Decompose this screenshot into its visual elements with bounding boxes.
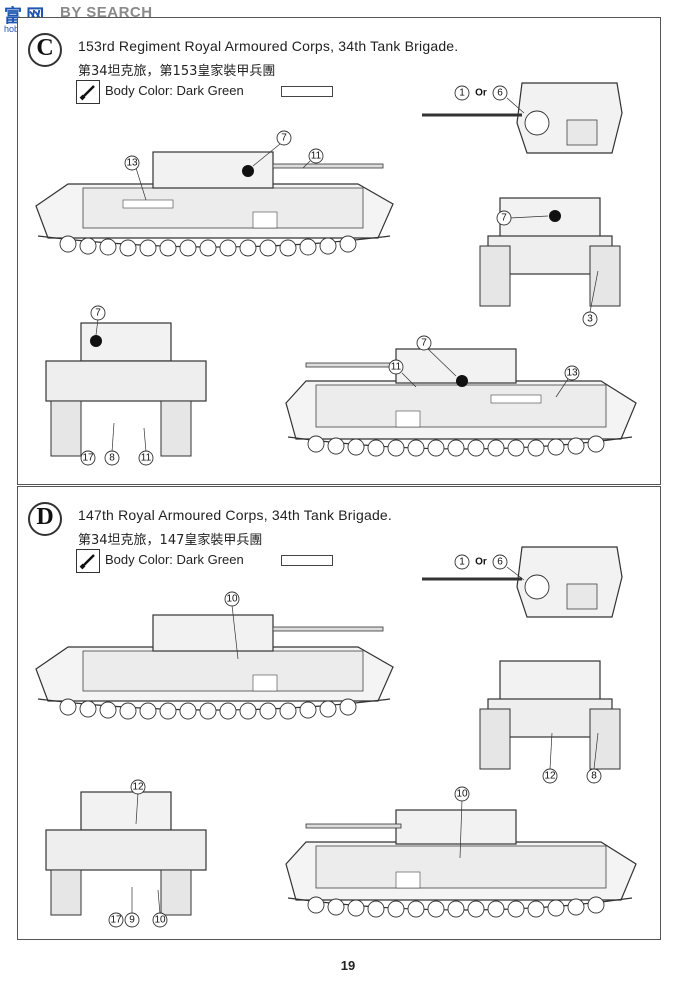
callout-6: 6 — [492, 85, 525, 114]
svg-text:12: 12 — [132, 782, 144, 793]
scheme-title-zh: 第34坦克旅，147皇家裝甲兵團 — [78, 533, 263, 548]
or-label: Or — [475, 557, 487, 568]
roundel-icon — [456, 375, 468, 387]
callout-8: 8 — [586, 732, 602, 784]
scheme-title-en: 147th Royal Armoured Corps, 34th Tank Br… — [78, 507, 393, 523]
watermark-brand: BY SEARCH — [60, 4, 153, 21]
svg-text:11: 11 — [391, 362, 402, 373]
svg-text:7: 7 — [421, 338, 427, 349]
callout-13: 13 — [124, 155, 147, 201]
callout-1: 1 — [454, 554, 470, 570]
svg-text:12: 12 — [544, 771, 556, 782]
turret-top-view: 1 Or 6 — [422, 82, 623, 154]
body-color-label: Body Color: Dark Green — [105, 83, 244, 98]
tank-left-side-view: 7 11 13 — [35, 130, 394, 257]
callout-12: 12 — [542, 732, 558, 784]
callout-11: 11 — [138, 427, 154, 466]
callout-10: 10 — [454, 786, 470, 859]
scheme-title-zh: 第34坦克旅，第153皇家裝甲兵團 — [78, 64, 276, 79]
svg-text:11: 11 — [311, 151, 322, 162]
tank-rear-view: 12 17 9 10 — [45, 779, 207, 928]
callout-11: 11 — [302, 148, 324, 169]
svg-text:13: 13 — [126, 158, 138, 169]
tank-right-side-view: 7 11 13 — [285, 335, 637, 457]
scheme-title-en: 153rd Regiment Royal Armoured Corps, 34t… — [78, 38, 459, 54]
callout-3: 3 — [582, 270, 599, 327]
tank-front-view: 12 8 — [479, 660, 621, 784]
callout-1: 1 — [454, 85, 470, 101]
callout-7: 7 — [252, 130, 292, 167]
turret-top-view: 1 Or 6 — [422, 546, 623, 618]
tank-left-side-view: 10 — [35, 591, 394, 720]
or-label: Or — [475, 88, 487, 99]
callout-17: 17 — [80, 450, 96, 466]
svg-text:8: 8 — [591, 771, 597, 782]
roundel-icon — [242, 165, 254, 177]
svg-text:7: 7 — [95, 308, 101, 319]
body-color-label: Body Color: Dark Green — [105, 552, 244, 567]
svg-text:10: 10 — [226, 594, 238, 605]
callout-6: 6 — [492, 554, 525, 581]
paintbrush-icon — [76, 80, 100, 104]
callout-10: 10 — [224, 591, 240, 660]
svg-text:1: 1 — [459, 557, 465, 568]
scheme-panel-c: C 153rd Regiment Royal Armoured Corps, 3… — [17, 17, 661, 485]
roundel-icon — [90, 335, 102, 347]
color-swatch — [281, 86, 333, 97]
callout-13: 13 — [555, 365, 580, 398]
callout-7: 7 — [496, 210, 549, 226]
svg-text:7: 7 — [281, 133, 287, 144]
svg-text:10: 10 — [154, 915, 166, 926]
roundel-icon — [549, 210, 561, 222]
scheme-letter: D — [28, 502, 62, 536]
page-number: 19 — [340, 958, 356, 973]
svg-text:17: 17 — [110, 915, 122, 926]
svg-text:10: 10 — [456, 789, 468, 800]
svg-text:6: 6 — [497, 557, 503, 568]
svg-text:1: 1 — [459, 88, 465, 99]
callout-17: 17 — [108, 912, 124, 928]
paintbrush-icon — [76, 549, 100, 573]
svg-text:3: 3 — [587, 314, 593, 325]
callout-7: 7 — [90, 305, 106, 336]
callout-7: 7 — [416, 335, 457, 377]
tank-rear-view: 7 17 8 11 — [45, 305, 207, 466]
svg-text:9: 9 — [129, 915, 135, 926]
roundel-icon — [524, 110, 550, 136]
scheme-letter: C — [28, 33, 62, 67]
color-swatch — [281, 555, 333, 566]
svg-text:17: 17 — [82, 453, 94, 464]
svg-text:13: 13 — [566, 368, 578, 379]
tank-front-view: 7 3 — [479, 197, 621, 327]
scheme-panel-d: D 147th Royal Armoured Corps, 34th Tank … — [17, 486, 661, 940]
svg-text:6: 6 — [497, 88, 503, 99]
callout-9: 9 — [124, 887, 140, 928]
svg-text:8: 8 — [109, 453, 115, 464]
callout-12: 12 — [130, 779, 146, 825]
callout-11: 11 — [388, 359, 417, 388]
svg-text:7: 7 — [501, 213, 507, 224]
callout-8: 8 — [104, 422, 120, 466]
svg-text:11: 11 — [141, 453, 152, 464]
tank-right-side-view: 10 — [285, 786, 637, 918]
roundel-icon — [524, 574, 550, 600]
callout-10: 10 — [152, 889, 168, 928]
